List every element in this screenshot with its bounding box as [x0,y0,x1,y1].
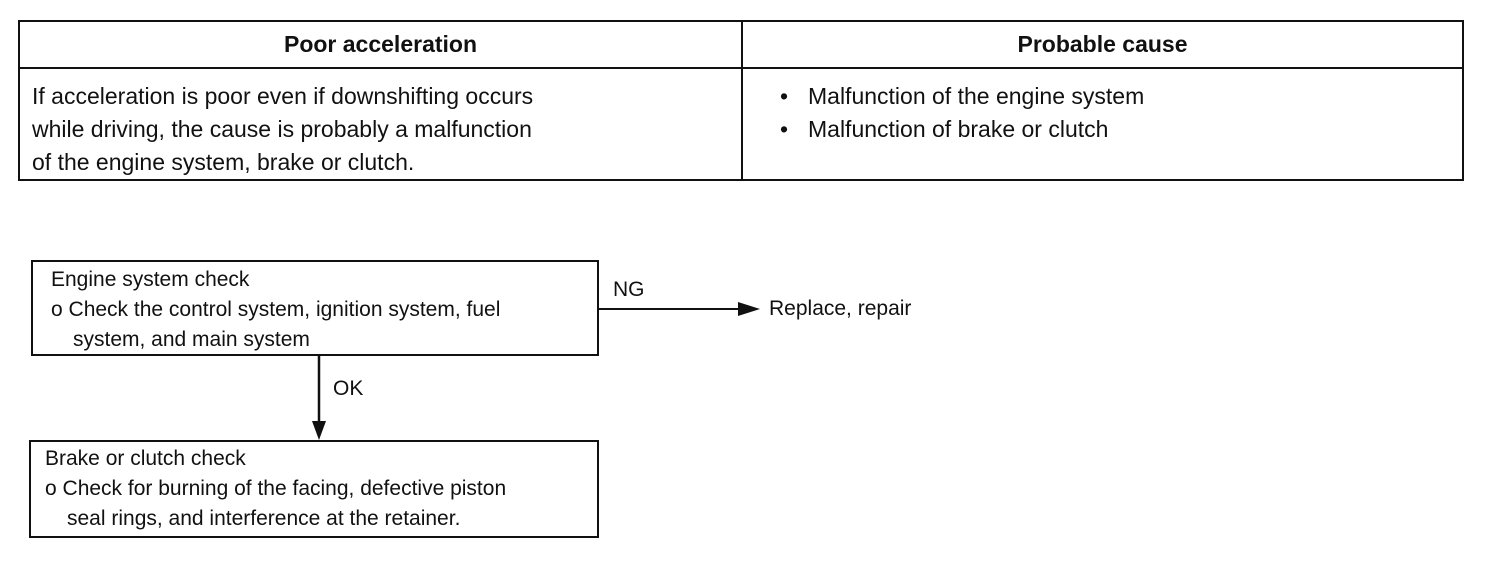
ng-label: NG [613,278,645,301]
table-header-probable-cause: Probable cause [1017,31,1188,57]
symptom-line: of the engine system, brake or clutch. [32,149,415,175]
step-item-marker: o [51,298,63,321]
brake-clutch-check-box: Brake or clutch check o Check for burnin… [29,440,599,538]
step-title: Brake or clutch check [45,447,246,470]
ng-arrowhead-icon [738,302,760,316]
step-title: Engine system check [51,268,250,291]
ok-arrowhead-icon [312,421,326,440]
bullet-icon: • [780,83,789,109]
engine-system-check-box: Engine system check o Check the control … [31,260,599,356]
step-item-text: Check for burning of the facing, defecti… [62,477,507,500]
symptom-line: while driving, the cause is probably a m… [32,116,532,142]
cause-text: Malfunction of brake or clutch [808,116,1109,142]
step-item-continued: seal rings, and interference at the reta… [67,507,461,530]
list-item: • Malfunction of brake or clutch [780,113,1440,146]
table-column-divider [741,22,743,179]
table-header-symptom: Poor acceleration [283,31,478,57]
bullet-icon: • [780,116,789,142]
step-item-continued: system, and main system [73,328,310,351]
probable-cause-list: • Malfunction of the engine system • Mal… [780,80,1440,146]
ok-label: OK [333,377,364,400]
symptom-description: If acceleration is poor even if downshif… [32,80,722,179]
ng-result: Replace, repair [769,297,912,320]
step-item-marker: o [45,477,57,500]
step-item-text: Check the control system, ignition syste… [68,298,501,321]
troubleshooting-table: Poor acceleration Probable cause If acce… [18,20,1464,181]
list-item: • Malfunction of the engine system [780,80,1440,113]
step-item: o Check for burning of the facing, defec… [45,474,597,504]
cause-text: Malfunction of the engine system [808,83,1145,109]
symptom-line: If acceleration is poor even if downshif… [32,83,534,109]
step-item: o Check the control system, ignition sys… [51,295,597,325]
